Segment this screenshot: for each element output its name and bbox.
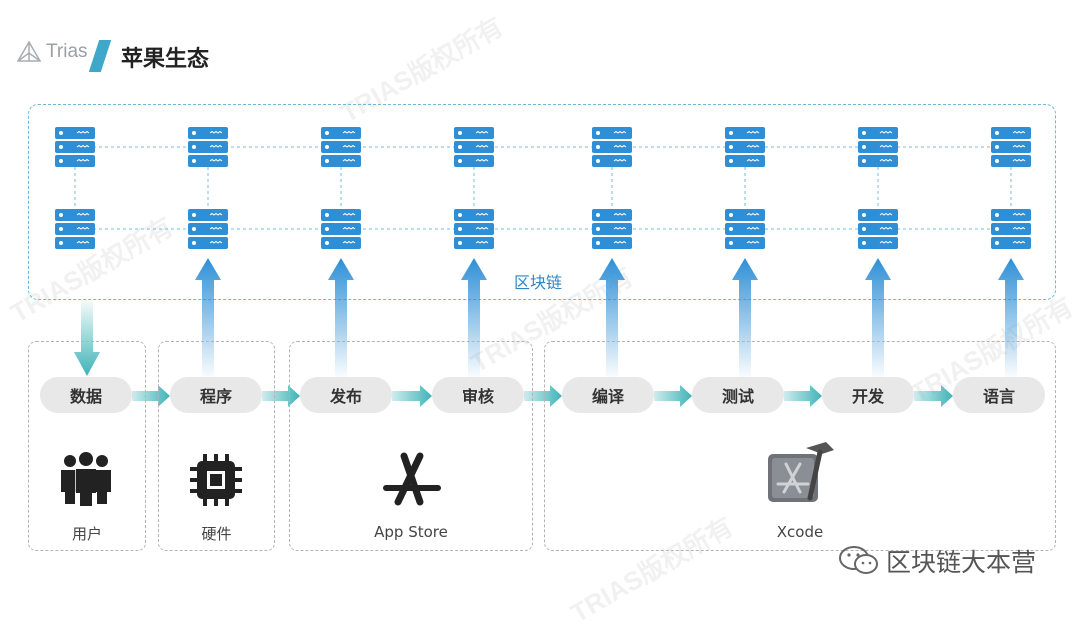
server-node-icon — [857, 208, 899, 250]
step-pill: 数据 — [40, 377, 132, 413]
server-node-icon — [857, 126, 899, 168]
flow-arrow — [132, 385, 170, 407]
server-node-icon — [54, 126, 96, 168]
server-node-icon — [187, 126, 229, 168]
up-arrow — [865, 258, 891, 380]
trias-logo-icon — [16, 40, 42, 62]
flow-arrow — [914, 385, 953, 407]
brand-text: 区块链大本营 — [886, 548, 1037, 577]
server-node-icon — [990, 208, 1032, 250]
trias-logo: Trias — [16, 40, 88, 64]
step-pill: 测试 — [692, 377, 784, 413]
down-arrow — [74, 300, 100, 376]
flow-arrow — [524, 385, 562, 407]
blockchain-diagram — [54, 126, 1032, 407]
up-arrow — [328, 258, 354, 380]
xcode-icon — [768, 442, 834, 502]
page-title: 苹果生态 — [121, 47, 210, 72]
flow-arrow — [262, 385, 300, 407]
wechat-icon — [839, 546, 878, 574]
step-pill: 审核 — [432, 377, 524, 413]
group-box-app-store — [289, 341, 533, 551]
server-node-icon — [724, 208, 766, 250]
brand: 区块链大本营 — [838, 543, 1036, 579]
group-box-users — [28, 341, 146, 551]
step-pill: 开发 — [822, 377, 914, 413]
group-box-xcode — [544, 341, 1056, 551]
flow-arrow — [654, 385, 692, 407]
flow-arrow — [392, 385, 432, 407]
server-node-icon — [54, 208, 96, 250]
blockchain-label: 区块链 — [514, 273, 563, 292]
app-store-icon — [383, 452, 441, 506]
server-node-icon — [591, 208, 633, 250]
step-pill: 程序 — [170, 377, 262, 413]
group-caption: 硬件 — [201, 525, 232, 543]
group-box-hardware — [158, 341, 275, 551]
up-arrow — [998, 258, 1024, 380]
up-arrow — [599, 258, 625, 380]
up-arrow — [732, 258, 758, 380]
step-pill: 编译 — [562, 377, 654, 413]
server-node-icon — [453, 126, 495, 168]
step-pill: 发布 — [300, 377, 392, 413]
group-caption: Xcode — [776, 523, 824, 541]
logo-text: Trias — [46, 41, 88, 62]
server-node-icon — [724, 126, 766, 168]
blockchain-frame — [28, 104, 1056, 300]
up-arrow — [195, 258, 221, 380]
group-caption: 用户 — [71, 525, 102, 543]
server-node-icon — [591, 126, 633, 168]
server-node-icon — [990, 126, 1032, 168]
step-pill: 语言 — [953, 377, 1045, 413]
group-caption: App Store — [374, 523, 448, 541]
up-arrow — [461, 258, 487, 380]
users-icon — [61, 452, 111, 506]
chip-icon — [190, 454, 242, 506]
server-node-icon — [320, 126, 362, 168]
server-node-icon — [320, 208, 362, 250]
flow-arrow — [784, 385, 822, 407]
server-node-icon — [187, 208, 229, 250]
server-node-icon — [453, 208, 495, 250]
